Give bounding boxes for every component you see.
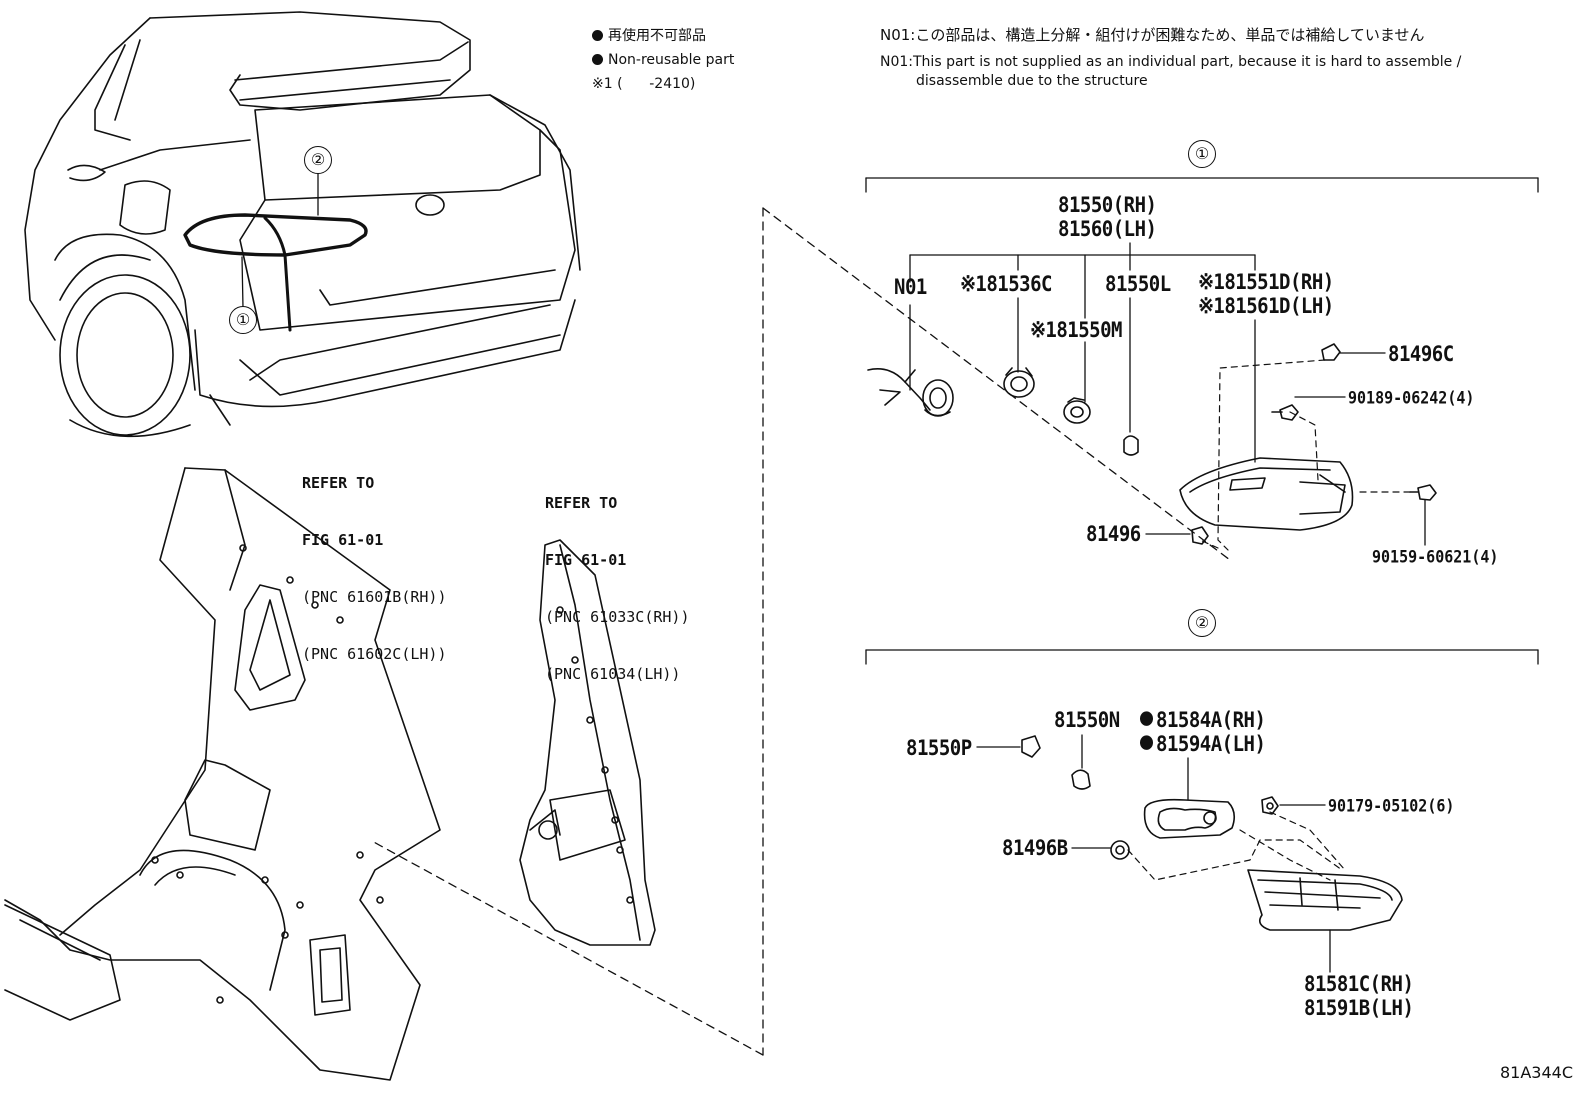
part-81584a-rh: 81584A(RH) [1140,708,1266,734]
part-81560-lh: 81560(LH) [1058,217,1157,242]
callout-1-car: ① [229,306,257,334]
filled-dot-icon [1140,735,1153,750]
part-81581c-rh: 81581C(RH) [1304,972,1414,997]
note-ja: N01:この部品は、構造上分解・組付けが困難なため、単品では補給していません [880,26,1425,44]
part-81550-rh: 81550(RH) [1058,193,1157,218]
part-90179-05102: 90179-05102(6) [1328,796,1455,817]
part-81496b: 81496B [1002,836,1068,861]
group1-parts [867,343,1437,545]
illustration-code: 81A344C [1500,1063,1574,1082]
vehicle-rear-illustration [24,11,581,438]
part-81551d-rh: ※181551D(RH) [1198,270,1334,295]
part-81594a-lh: 81594A(LH) [1140,732,1266,758]
inner-panel-illustration [519,539,656,946]
part-n01: N01 [894,275,927,300]
callout-1-group: ① [1188,140,1216,168]
filled-dot-icon [592,30,603,41]
group2-parts [1021,735,1403,931]
part-81561d-lh: ※181561D(LH) [1198,294,1334,319]
part-81591b-lh: 81591B(LH) [1304,996,1414,1021]
part-90189-06242: 90189-06242(4) [1348,388,1475,409]
part-81496: 81496 [1086,522,1141,547]
part-81536c: ※181536C [960,272,1053,297]
legend-non-reusable-en: Non-reusable part [592,50,734,70]
part-90159-60621: 90159-60621(4) [1372,547,1499,568]
callout-2-group: ② [1188,609,1216,637]
filled-dot-icon [1140,711,1153,726]
refer-to-quarter-panel: REFER TO FIG 61-01 (PNC 61601B(RH)) (PNC… [302,474,447,663]
legend-note1: ※1 ( -2410) [592,76,696,92]
part-81550n: 81550N [1054,708,1120,733]
part-81496c: 81496C [1388,342,1454,367]
note-en-line1: N01:This part is not supplied as an indi… [880,54,1462,70]
part-81550m: ※181550M [1030,318,1123,343]
callout-2-car: ② [304,146,332,174]
part-81550l: 81550L [1105,272,1171,297]
quarter-panel-illustration [4,467,441,1081]
filled-dot-icon [592,54,603,65]
legend-non-reusable-ja: 再使用不可部品 [592,26,706,46]
note-en-line2: disassemble due to the structure [916,73,1148,89]
refer-to-inner-panel: REFER TO FIG 61-01 (PNC 61033C(RH)) (PNC… [545,494,690,683]
part-81550p: 81550P [906,736,972,761]
